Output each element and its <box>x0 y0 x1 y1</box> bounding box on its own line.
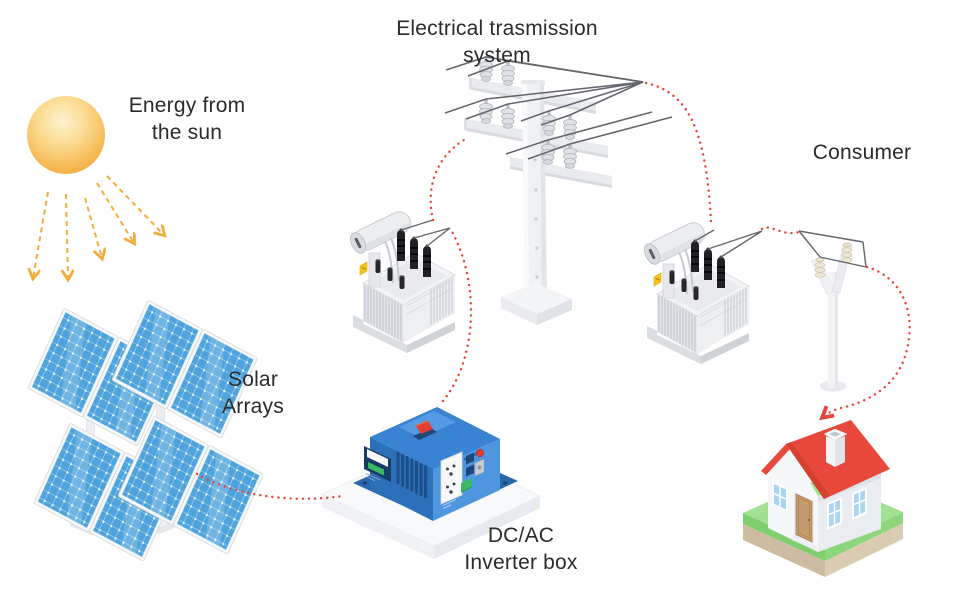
power-flow-paths <box>195 81 911 500</box>
house-door <box>791 492 817 551</box>
connection-transformer-to-pole <box>429 138 466 222</box>
chimney <box>823 428 848 467</box>
step-down-transformer-graphic <box>640 218 763 365</box>
label-consumer-line1: Consumer <box>812 141 912 164</box>
connection-transformer-to-utility-pole <box>760 226 801 235</box>
label-consumer: Consumer <box>813 139 911 166</box>
solar-arrays-graphic <box>27 299 265 562</box>
label-energy-line1: Energy from <box>128 94 246 117</box>
sun-graphic <box>27 96 105 174</box>
distribution-pole-graphic <box>798 230 867 392</box>
label-inverter-line1: DC/AC <box>487 524 555 547</box>
inverter-graphic <box>320 407 542 559</box>
house-window <box>852 487 867 520</box>
connection-pole-to-transformer <box>644 81 713 224</box>
label-solar-line1: Solar <box>227 368 279 391</box>
label-energy-from-sun: Energy from the sun <box>129 92 246 146</box>
house-window <box>772 482 788 512</box>
house-window <box>827 497 842 530</box>
label-solar-line2: Arrays <box>222 395 284 418</box>
sun-rays <box>33 175 164 279</box>
label-transmission-line1: Electrical trasmission <box>396 17 598 40</box>
label-energy-line2: the sun <box>151 121 223 144</box>
label-inverter-line2: Inverter box <box>464 551 578 574</box>
connection-utility-pole-to-house <box>823 265 911 417</box>
label-transmission-system: Electrical trasmission system <box>396 15 598 69</box>
label-transmission-line2: system <box>463 44 531 67</box>
label-inverter-box: DC/AC Inverter box <box>464 522 577 576</box>
transmission-pole-graphic <box>444 56 673 325</box>
label-solar-arrays: Solar Arrays <box>222 366 284 420</box>
house-graphic <box>743 420 903 577</box>
step-up-transformer-graphic <box>346 207 456 354</box>
